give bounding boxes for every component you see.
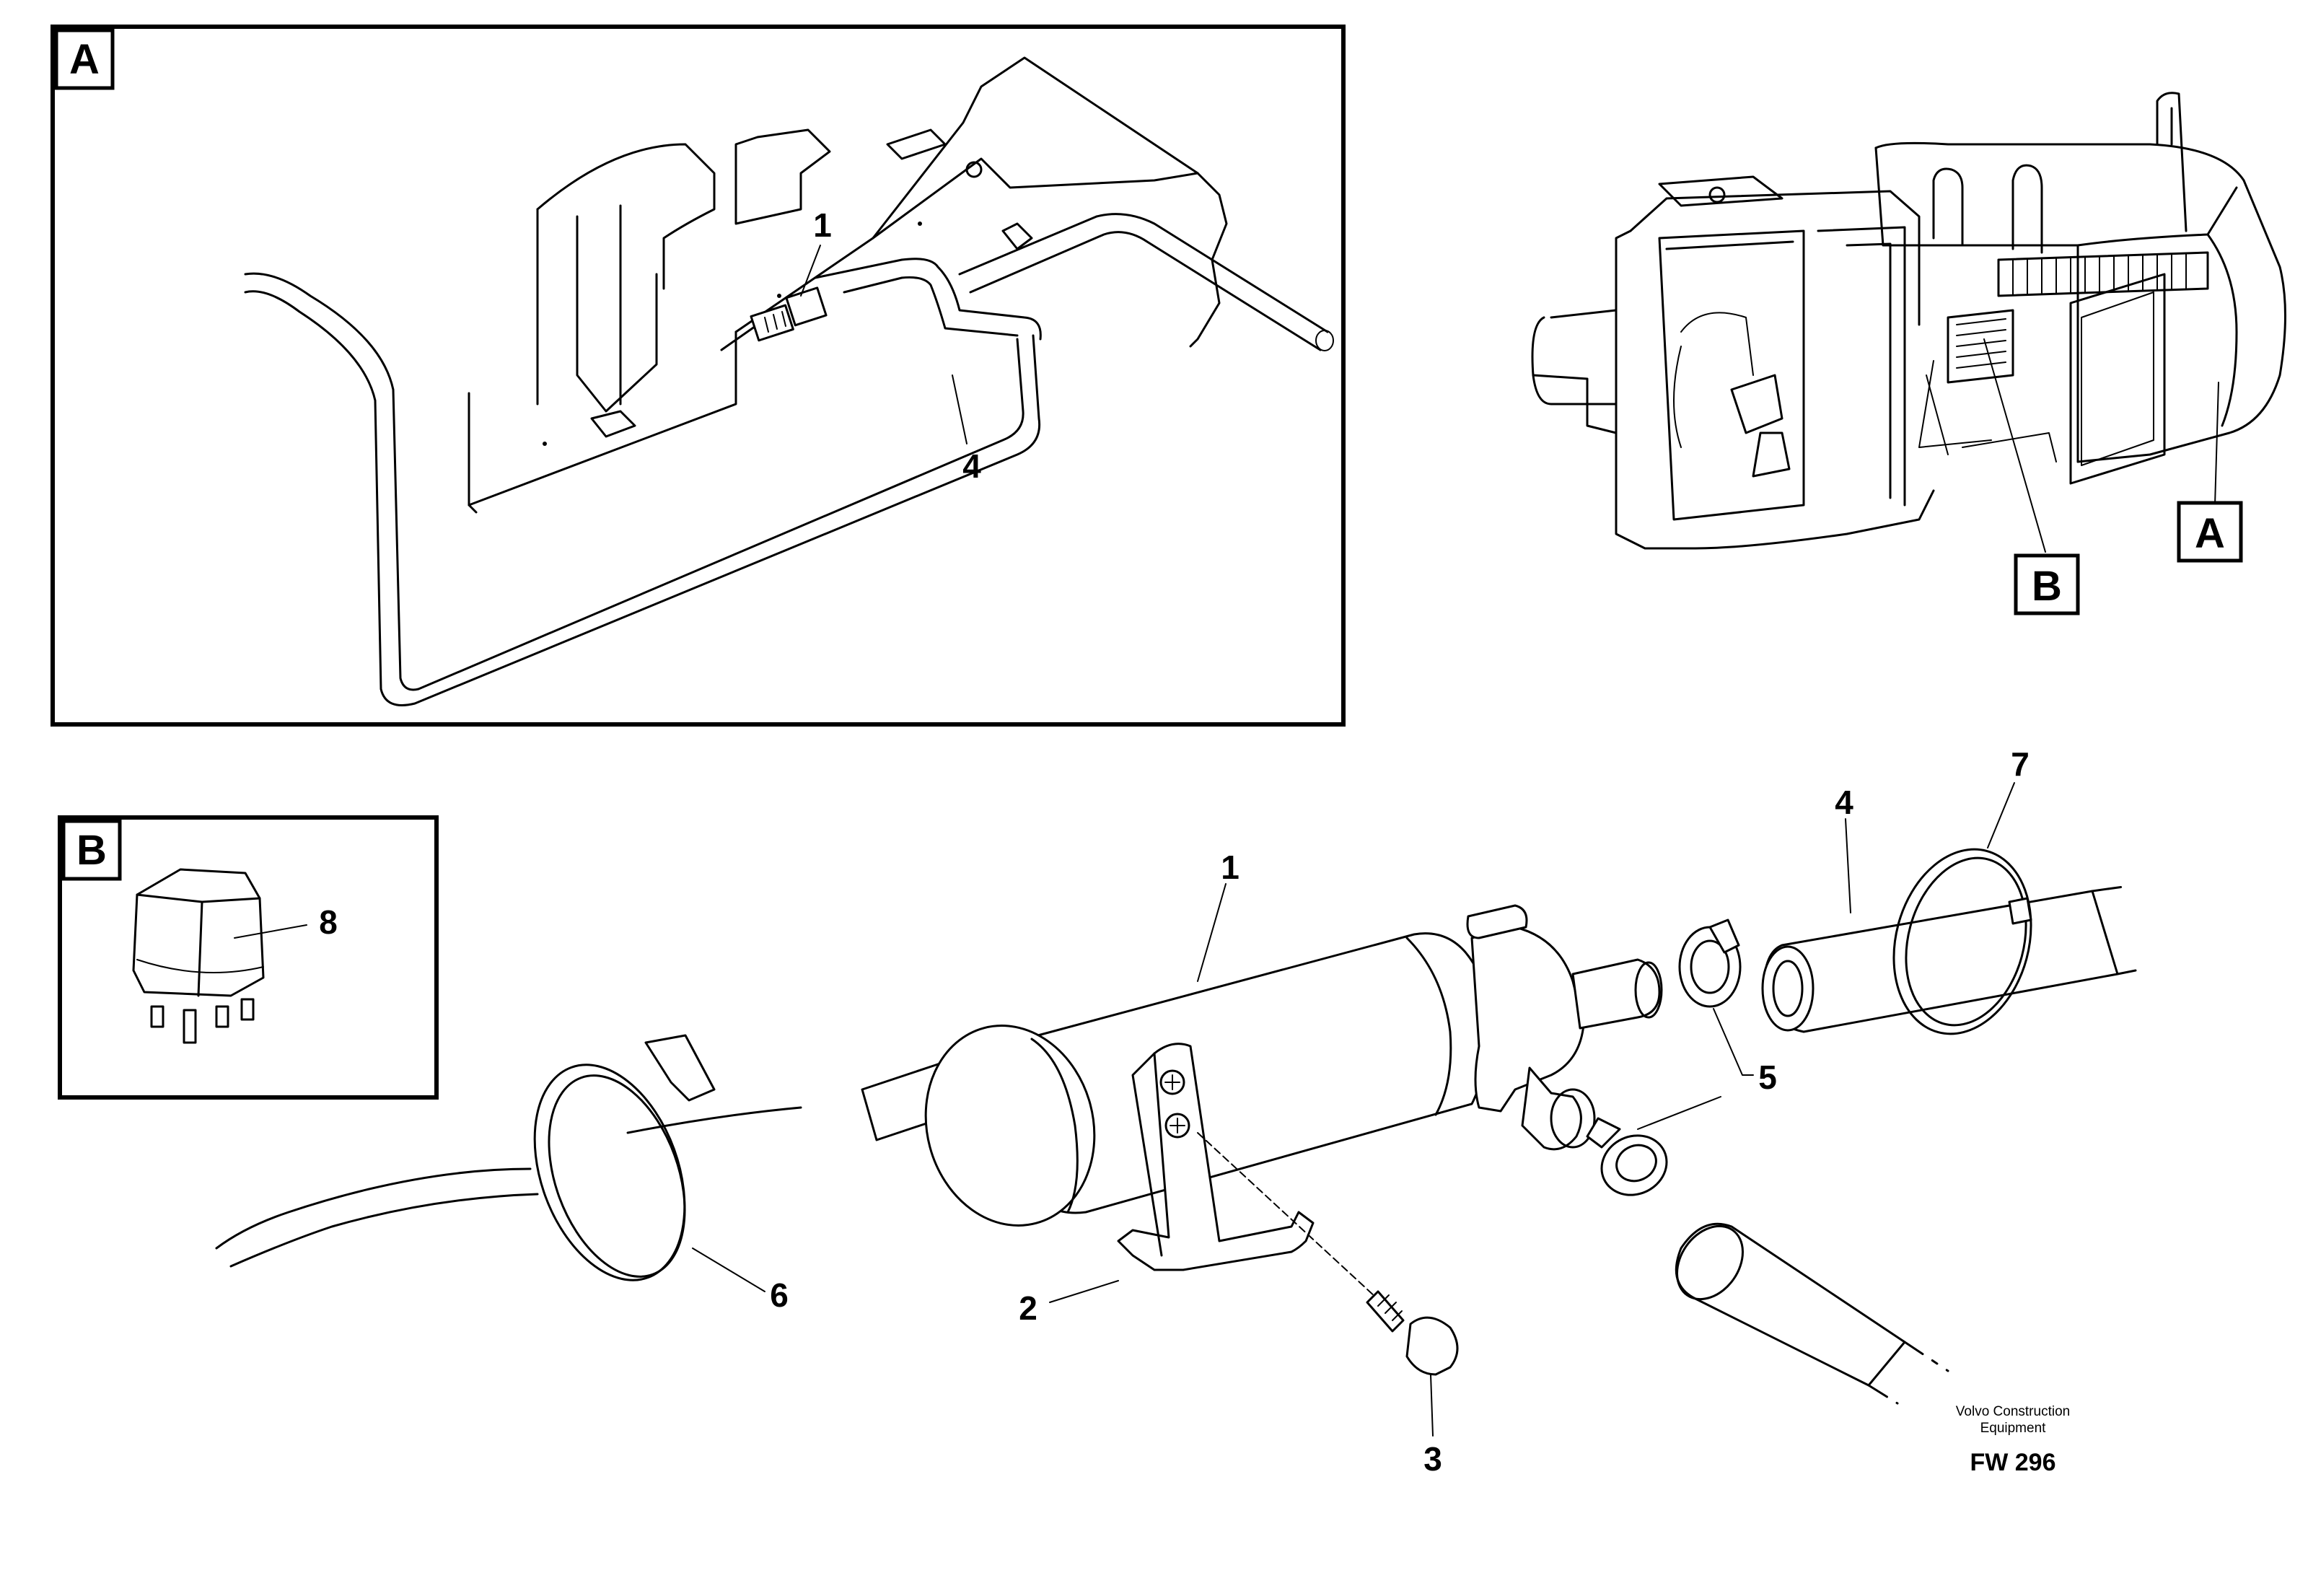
coolant-hose-upper	[1761, 885, 2137, 1033]
callout-a-4: 4	[962, 447, 981, 485]
relay	[132, 868, 265, 1044]
detail-b-panel: B 8	[58, 815, 439, 1100]
coolant-hose-lower	[1675, 1222, 1949, 1405]
screw	[1197, 1132, 1459, 1376]
callout-5: 5	[1758, 1058, 1777, 1096]
main-exploded-view: 1 2 3 4 5 6 7	[215, 745, 2137, 1478]
hose-clamp-small-upper	[1678, 918, 1742, 1008]
callout-7: 7	[2011, 745, 2030, 783]
detail-b-letter: B	[76, 827, 107, 874]
engine-heater-cylinder	[924, 904, 1663, 1227]
detail-a-letter: A	[69, 36, 100, 83]
publisher-credit: Volvo Construction Equipment FW 296	[1956, 1404, 2070, 1476]
hose-clamp-small-lower	[1586, 1117, 1668, 1196]
detail-a-panel: A 1	[51, 25, 1346, 727]
callout-4: 4	[1835, 784, 1853, 821]
mounting-bracket	[1117, 1043, 1315, 1271]
credit-line-1: Volvo Construction	[1956, 1404, 2070, 1419]
hose-clamp-large	[533, 1034, 716, 1281]
callout-2: 2	[1019, 1289, 1037, 1327]
callout-3: 3	[1423, 1440, 1442, 1478]
machine-overview: B A	[1531, 92, 2286, 615]
machine-marker-a: A	[2195, 510, 2225, 557]
figure-code: FW 296	[1970, 1449, 2055, 1476]
callout-a-1: 1	[813, 206, 832, 244]
machine-marker-b: B	[2032, 563, 2062, 610]
credit-line-2: Equipment	[1980, 1421, 2047, 1436]
cable-tie-ring	[1892, 848, 2032, 1035]
callout-b-8: 8	[319, 903, 338, 941]
callout-6: 6	[770, 1276, 789, 1314]
callout-1: 1	[1221, 849, 1239, 886]
